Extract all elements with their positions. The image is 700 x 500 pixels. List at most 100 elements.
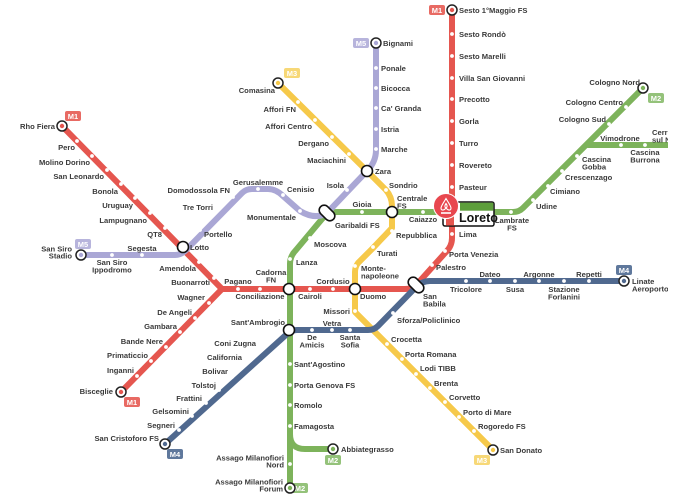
interchange-station[interactable]: Duomo xyxy=(348,282,387,302)
station-dot[interactable] xyxy=(178,330,182,334)
station-dot[interactable] xyxy=(90,154,94,158)
station-dot[interactable] xyxy=(140,253,144,257)
station-dot[interactable] xyxy=(531,198,535,202)
station-dot[interactable] xyxy=(330,135,334,139)
station[interactable]: Missori xyxy=(323,307,357,316)
station[interactable]: Segesta xyxy=(127,244,157,257)
station[interactable]: Affori Centro xyxy=(265,118,317,131)
station[interactable]: Repubblica xyxy=(390,229,438,240)
station[interactable]: Cologno Centro xyxy=(566,98,628,109)
station[interactable]: Segneri xyxy=(147,421,181,432)
station-dot[interactable] xyxy=(450,97,454,101)
station[interactable]: Monte-napoleone xyxy=(353,264,399,280)
station-dot[interactable] xyxy=(374,66,378,70)
station[interactable]: Dateo xyxy=(479,270,501,283)
station[interactable]: Monumentale xyxy=(247,209,302,222)
station[interactable]: Istria xyxy=(374,125,400,134)
station[interactable]: Palestro xyxy=(430,263,466,272)
station-dot[interactable] xyxy=(390,229,394,233)
station-dot[interactable] xyxy=(400,357,404,361)
station-dot[interactable] xyxy=(288,403,292,407)
station[interactable]: Gioia xyxy=(353,200,373,214)
station-dot[interactable] xyxy=(230,375,234,379)
station[interactable]: Lampugnano xyxy=(99,211,152,225)
station-dot[interactable] xyxy=(133,196,137,200)
station-dot[interactable] xyxy=(374,147,378,151)
station-dot[interactable] xyxy=(207,301,211,305)
station-dot[interactable] xyxy=(537,279,541,283)
station-dot[interactable] xyxy=(353,309,357,313)
station[interactable]: Corvetto xyxy=(443,393,481,404)
station[interactable]: Affori FN xyxy=(264,100,300,114)
station[interactable]: Gambara xyxy=(144,322,182,334)
station[interactable]: Dergano xyxy=(298,135,334,148)
station-dot[interactable] xyxy=(509,210,513,214)
interchange-marker[interactable] xyxy=(176,240,190,254)
station-dot[interactable] xyxy=(348,328,352,332)
station-dot[interactable] xyxy=(384,188,388,192)
station-dot[interactable] xyxy=(464,279,468,283)
station[interactable]: Cimiano xyxy=(546,184,580,196)
station-dot[interactable] xyxy=(330,328,334,332)
station-dot[interactable] xyxy=(450,232,454,236)
station-dot[interactable] xyxy=(513,279,517,283)
station-dot[interactable] xyxy=(450,32,454,36)
station-dot[interactable] xyxy=(308,287,312,291)
station[interactable]: Precotto xyxy=(450,95,490,104)
station-dot[interactable] xyxy=(177,428,181,432)
station[interactable]: Sesto 1°Maggio FS xyxy=(446,4,527,16)
station[interactable]: Tolstoj xyxy=(192,381,221,392)
station-dot[interactable] xyxy=(214,210,218,214)
station-dot[interactable] xyxy=(288,362,292,366)
station-dot[interactable] xyxy=(450,163,454,167)
interchange-marker[interactable] xyxy=(282,323,296,337)
station[interactable]: Sesto Marelli xyxy=(450,52,506,61)
station[interactable]: Coni Zugna xyxy=(214,339,262,351)
station-dot[interactable] xyxy=(374,86,378,90)
station[interactable]: Cenisio xyxy=(281,185,315,197)
station[interactable]: Comasina xyxy=(239,77,284,95)
station[interactable]: Cordusio xyxy=(316,277,350,291)
station[interactable]: Bicocca xyxy=(374,84,411,93)
station-dot[interactable] xyxy=(288,462,292,466)
station-dot[interactable] xyxy=(562,279,566,283)
station-dot[interactable] xyxy=(345,188,349,192)
station[interactable]: Pero xyxy=(58,139,79,152)
station-dot[interactable] xyxy=(204,401,208,405)
station[interactable]: Susa xyxy=(506,279,525,294)
station-dot[interactable] xyxy=(472,429,476,433)
station-dot[interactable] xyxy=(619,143,623,147)
station[interactable]: Tricolore xyxy=(450,279,482,294)
station[interactable]: Bolivar xyxy=(202,367,234,379)
station[interactable]: Ponale xyxy=(374,64,406,73)
station-dot[interactable] xyxy=(258,347,262,351)
station-dot[interactable] xyxy=(488,279,492,283)
interchange-station[interactable]: Garibaldi FS xyxy=(317,203,380,230)
station-dot[interactable] xyxy=(450,185,454,189)
featured-station-loreto[interactable]: Loreto xyxy=(433,193,499,227)
station-dot[interactable] xyxy=(443,400,447,404)
station[interactable]: Portello xyxy=(198,228,233,239)
station[interactable]: Wagner xyxy=(177,293,211,305)
station-dot[interactable] xyxy=(212,276,216,280)
station-dot[interactable] xyxy=(119,182,123,186)
station[interactable]: Famagosta xyxy=(288,422,335,431)
station[interactable]: Inganni xyxy=(107,366,139,378)
station[interactable]: Crocetta xyxy=(385,335,423,346)
interchange-station[interactable]: Lotto xyxy=(176,240,210,254)
station-dot[interactable] xyxy=(643,143,647,147)
station[interactable]: Repetti xyxy=(576,270,602,283)
station-dot[interactable] xyxy=(450,54,454,58)
interchange-marker[interactable] xyxy=(282,282,296,296)
station-dot[interactable] xyxy=(288,257,292,261)
station-dot[interactable] xyxy=(414,372,418,376)
station-dot[interactable] xyxy=(450,141,454,145)
station[interactable]: Tre Torri xyxy=(183,203,218,214)
